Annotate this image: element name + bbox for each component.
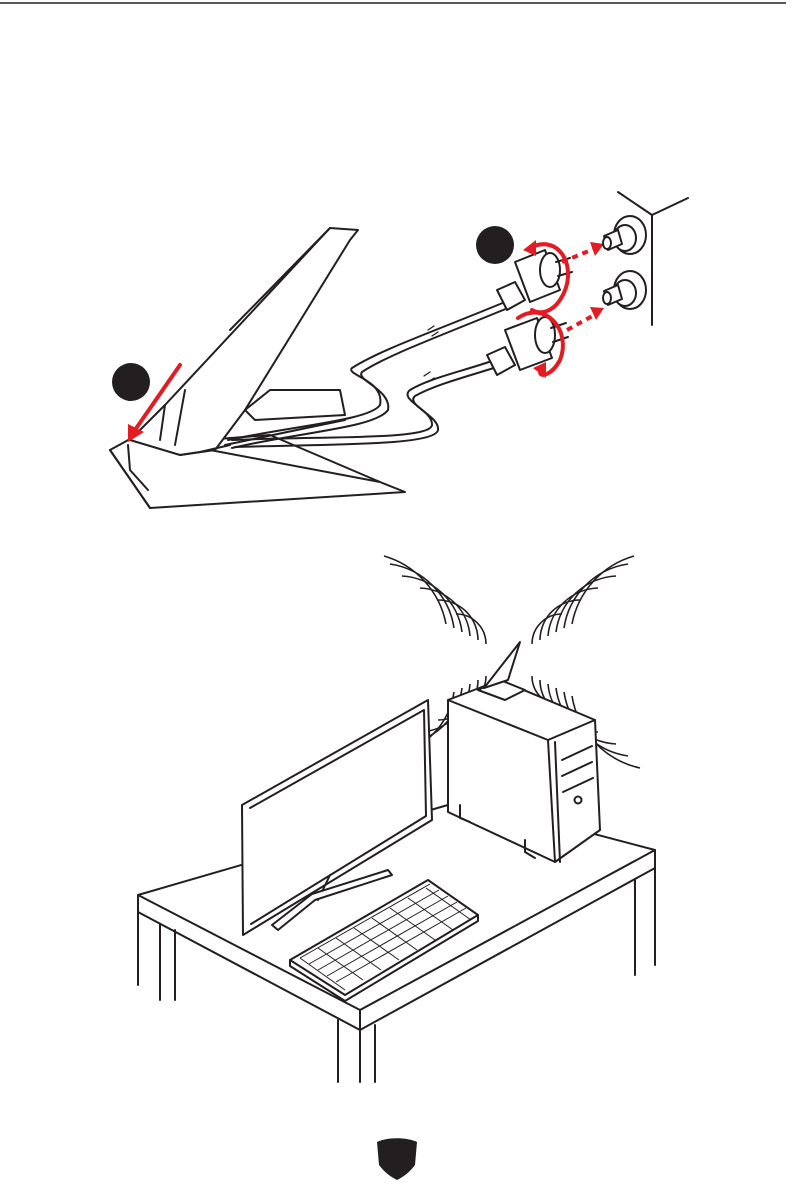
shield-logo-icon (367, 1125, 427, 1185)
insert-arrow-lower-icon (567, 307, 604, 330)
antenna-port-lower-icon (603, 271, 646, 309)
antenna-on-pc (478, 642, 525, 700)
antenna-installation-illustration (0, 0, 794, 540)
antenna-port-upper-icon (603, 216, 646, 254)
antenna-placement-illustration (0, 540, 794, 1100)
step-circle-2-icon (476, 226, 514, 264)
step-circle-1-icon (112, 363, 150, 401)
antenna-stand (110, 228, 405, 508)
